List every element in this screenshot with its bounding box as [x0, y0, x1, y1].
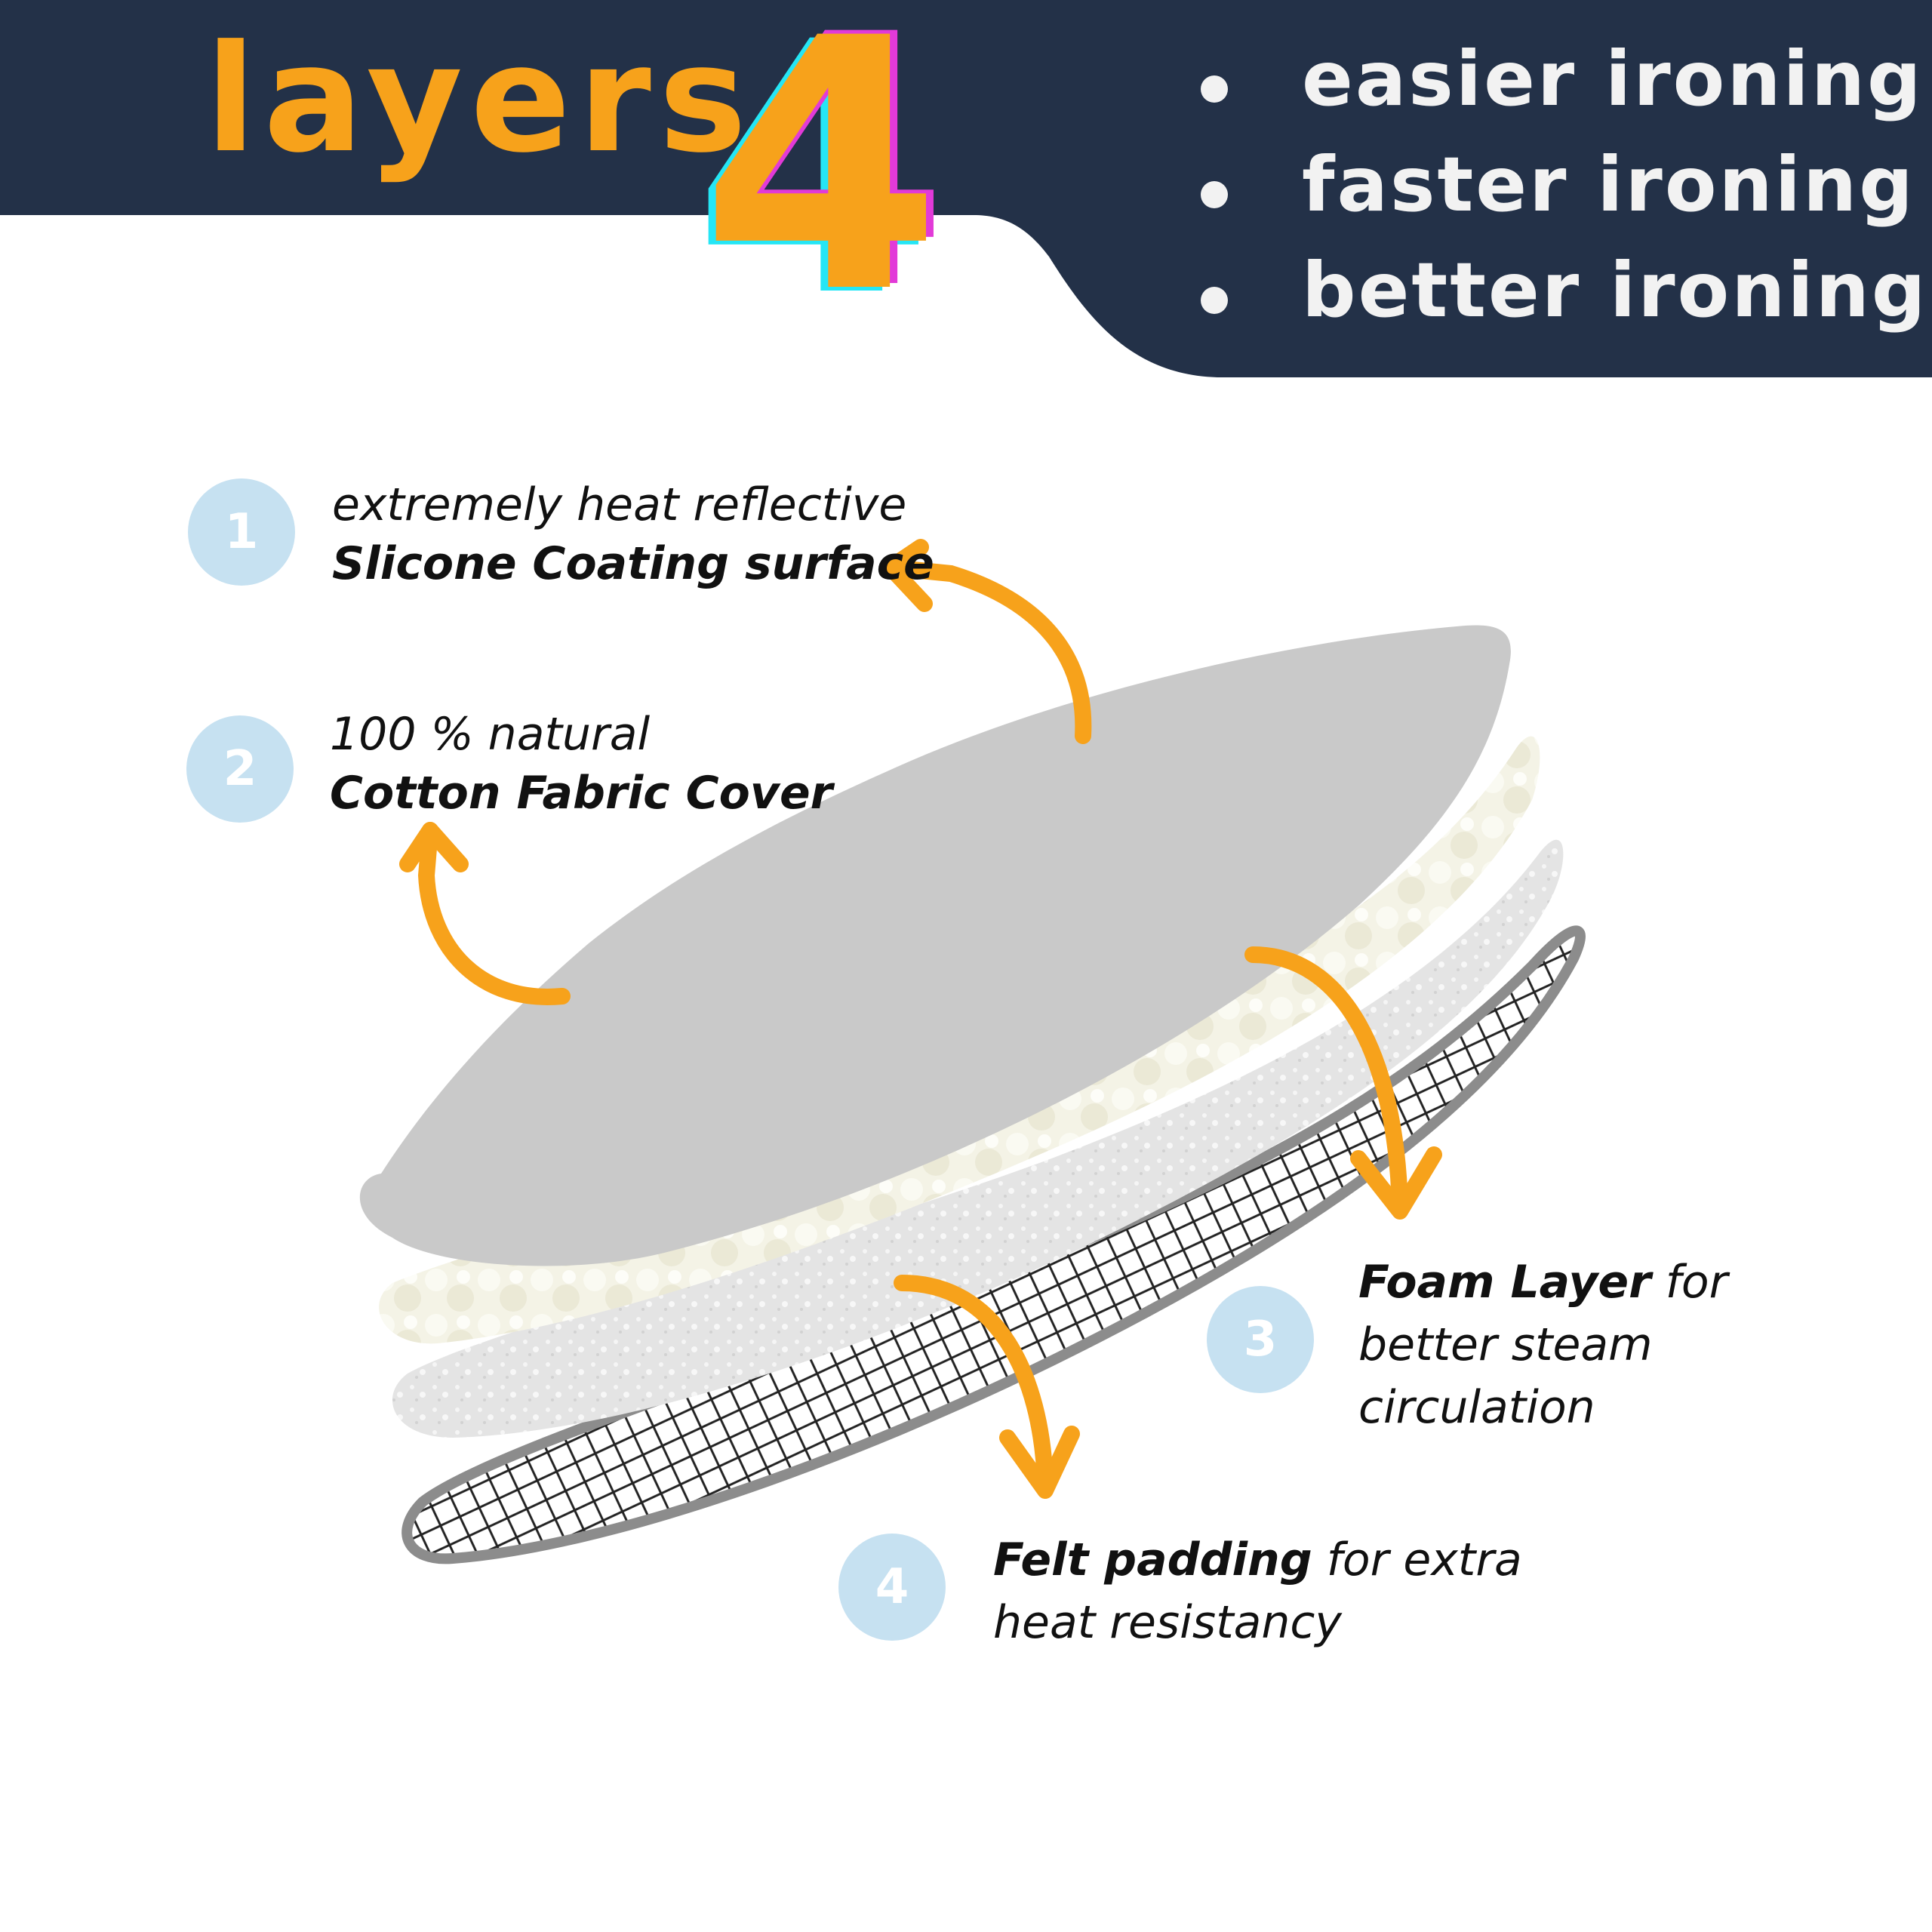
layer-3-rest: for	[1651, 1256, 1728, 1309]
title-number-main: 4	[700, 8, 936, 309]
benefit-text: faster ironing	[1302, 140, 1915, 229]
arrow-3-head	[1350, 1146, 1442, 1220]
layer-4-line1: Felt padding for extra	[993, 1529, 1522, 1592]
layer-number-badge-1: 1	[188, 478, 295, 586]
benefit-item: easier ironing	[1196, 35, 1921, 140]
benefit-text: better ironing	[1302, 246, 1928, 334]
layer-3-line2: better steam	[1358, 1318, 1653, 1371]
layer-number-badge-2: 2	[186, 715, 294, 823]
layer-4-line2: heat resistancy	[993, 1596, 1342, 1649]
layer-3-line3: circulation	[1358, 1381, 1595, 1434]
arrow-1	[882, 559, 1092, 744]
layer-4-label: Felt padding for extra heat resistancy	[993, 1529, 1522, 1654]
arrow-1-head	[882, 539, 933, 612]
foam-layer	[392, 839, 1564, 1438]
arrow-2	[418, 822, 571, 1005]
arrow-4-head	[999, 1426, 1080, 1499]
benefit-text: easier ironing	[1302, 35, 1924, 123]
cotton-fabric-layer	[379, 736, 1540, 1344]
title-number: 4 4 4	[693, 8, 936, 309]
layer-1-line2: Slicone Coating surface	[332, 537, 934, 590]
title-number-cyan: 4	[693, 8, 934, 309]
layer-3-label: Foam Layer for better steam circulation	[1358, 1251, 1727, 1439]
layer-number-badge-4: 4	[838, 1534, 946, 1641]
header-band	[0, 0, 1932, 377]
layer-4-rest: for extra	[1312, 1534, 1522, 1586]
silicone-coating-layer	[359, 625, 1511, 1266]
title-word: layers	[205, 14, 755, 186]
layer-1-label: extremely heat reflective Slicone Coatin…	[332, 475, 934, 593]
bullet-icon	[1201, 181, 1228, 208]
layer-1-line1: extremely heat reflective	[332, 478, 907, 531]
bullet-icon	[1201, 287, 1228, 314]
layer-4-bold: Felt padding	[993, 1534, 1312, 1586]
benefit-item: faster ironing	[1196, 140, 1921, 246]
benefit-item: better ironing	[1196, 246, 1926, 352]
layer-2-line1: 100 % natural	[330, 708, 651, 761]
layer-number-badge-3: 3	[1207, 1286, 1314, 1393]
layer-2-label: 100 % natural Cotton Fabric Cover	[330, 705, 832, 823]
arrow-3	[1244, 946, 1408, 1216]
layer-2-line2: Cotton Fabric Cover	[330, 767, 833, 820]
bullet-icon	[1201, 75, 1228, 103]
layer-3-bold: Foam Layer	[1358, 1256, 1651, 1309]
arrow-4	[894, 1275, 1054, 1491]
title-number-magenta: 4	[708, 8, 936, 309]
layer-3-line1: Foam Layer for	[1358, 1251, 1727, 1314]
arrow-2-head	[399, 822, 469, 872]
